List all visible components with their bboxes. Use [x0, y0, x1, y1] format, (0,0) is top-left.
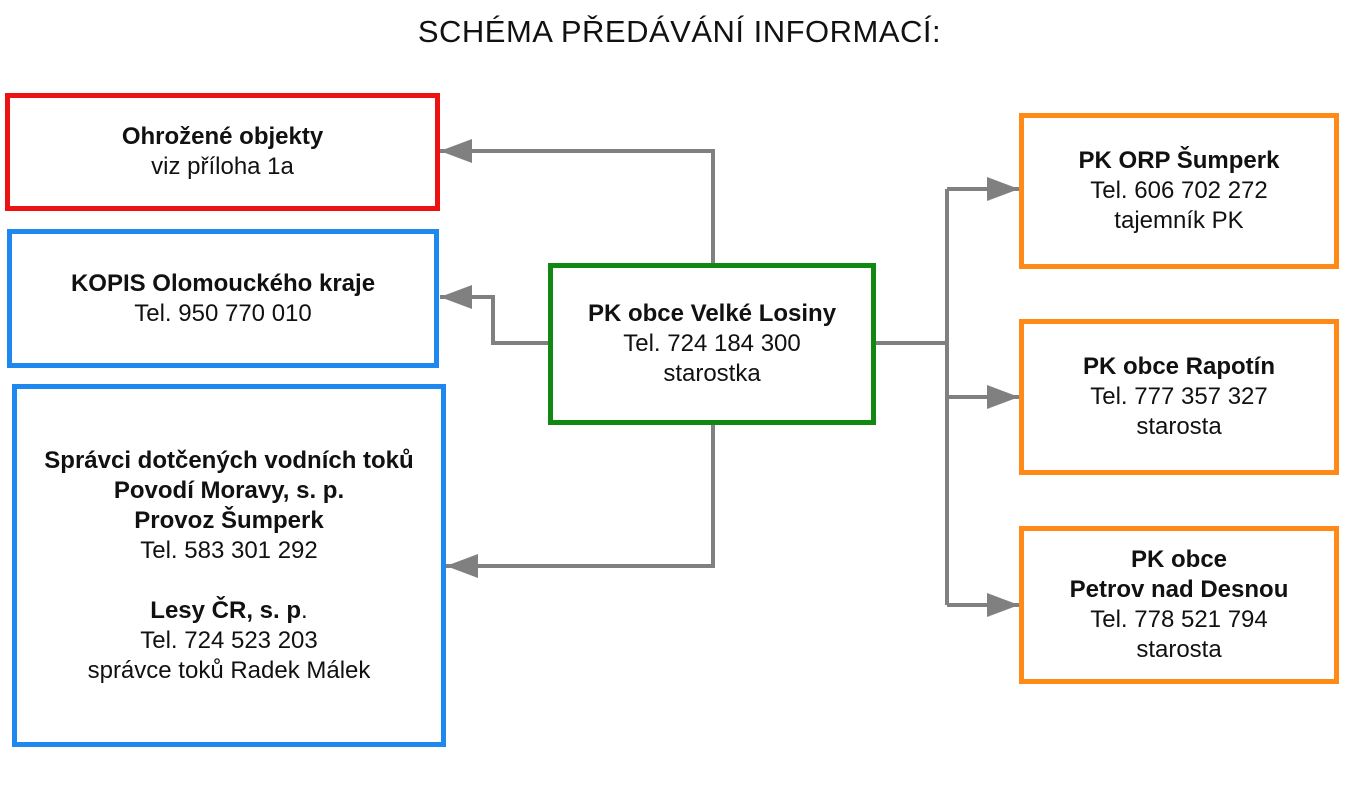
orp-box: PK ORP Šumperk Tel. 606 702 272 tajemník…: [1019, 113, 1339, 269]
povodi-moravy-name: Povodí Moravy, s. p.: [113, 476, 345, 504]
threatened-objects-box: Ohrožené objekty viz příloha 1a: [5, 93, 440, 211]
petrov-role: starosta: [1136, 636, 1222, 663]
arrow-to-water-managers: [446, 425, 715, 578]
petrov-box: PK obce Petrov nad Desnou Tel. 778 521 7…: [1019, 526, 1339, 684]
kopis-name: KOPIS Olomouckého kraje: [70, 269, 376, 297]
kopis-phone: Tel. 950 770 010: [134, 299, 312, 327]
petrov-name-line1: PK obce: [1130, 546, 1228, 573]
diagram-title: SCHÉMA PŘEDÁVÁNÍ INFORMACÍ:: [417, 14, 942, 49]
orp-phone: Tel. 606 702 272: [1090, 177, 1268, 204]
center-name: PK obce Velké Losiny: [587, 300, 837, 327]
arrow-to-kopis: [440, 285, 548, 345]
orp-role: tajemník PK: [1114, 207, 1244, 234]
lesy-cr-dot: .: [301, 596, 308, 624]
threatened-objects-note: viz příloha 1a: [151, 153, 294, 180]
lesy-cr-line: Lesy ČR, s. p.: [150, 596, 307, 626]
water-managers-heading: Správci dotčených vodních toků: [44, 446, 414, 474]
threatened-objects-name: Ohrožené objekty: [121, 123, 324, 150]
rapotin-box: PK obce Rapotín Tel. 777 357 327 starost…: [1019, 319, 1339, 475]
center-role: starostka: [663, 360, 761, 387]
petrov-phone: Tel. 778 521 794: [1090, 606, 1268, 633]
kopis-box: KOPIS Olomouckého kraje Tel. 950 770 010: [7, 229, 439, 368]
lesy-cr-name: Lesy ČR, s. p: [150, 596, 302, 624]
center-box: PK obce Velké Losiny Tel. 724 184 300 st…: [548, 263, 876, 425]
povodi-phone: Tel. 583 301 292: [140, 536, 318, 564]
petrov-name-line2: Petrov nad Desnou: [1069, 576, 1289, 603]
water-managers-box: Správci dotčených vodních toků Povodí Mo…: [12, 384, 446, 747]
stream-manager: správce toků Radek Málek: [87, 656, 371, 684]
provoz-sumperk-name: Provoz Šumperk: [134, 506, 324, 534]
arrow-to-threatened-objects: [440, 139, 715, 263]
center-phone: Tel. 724 184 300: [623, 330, 801, 357]
lesy-cr-phone: Tel. 724 523 203: [140, 626, 318, 654]
rapotin-name: PK obce Rapotín: [1082, 353, 1275, 380]
rapotin-role: starosta: [1136, 413, 1222, 440]
orp-name: PK ORP Šumperk: [1078, 147, 1280, 174]
rapotin-phone: Tel. 777 357 327: [1090, 383, 1268, 410]
